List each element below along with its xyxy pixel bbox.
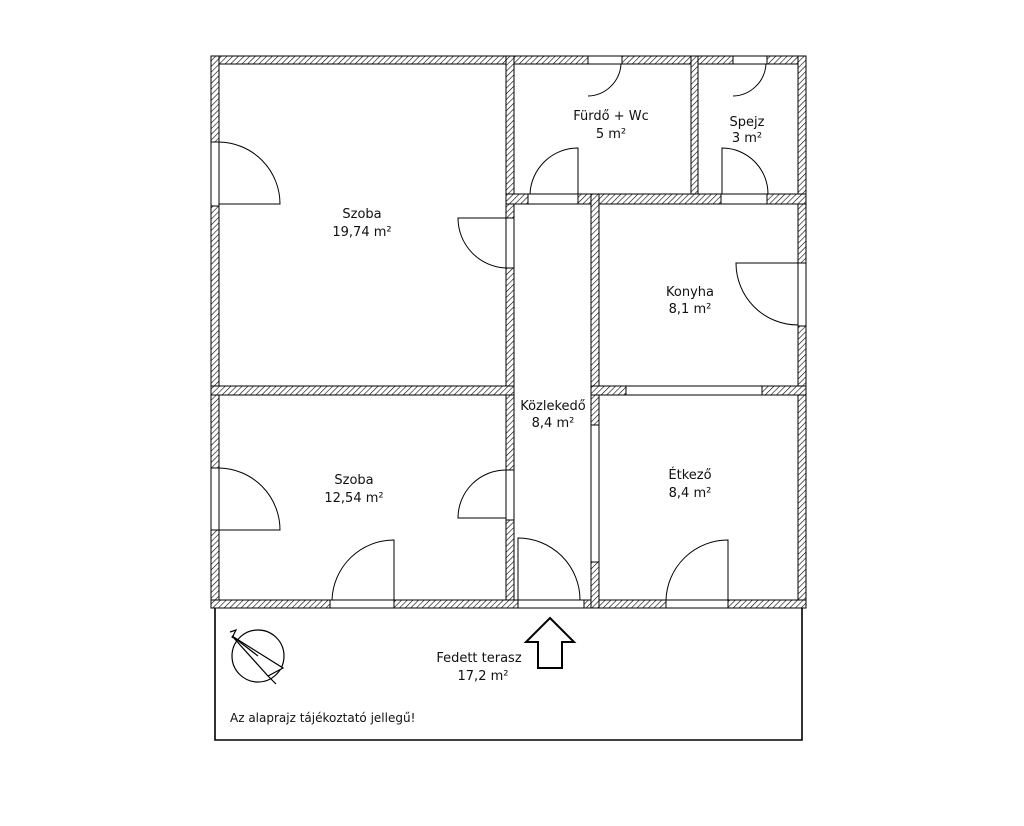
door-openings [210, 55, 807, 609]
opening-spejz-north [732, 55, 768, 65]
label-kozlekedo-name: Közlekedő [520, 399, 586, 414]
door-konyha-east [735, 262, 799, 326]
wall-corridor-east [590, 193, 600, 609]
door-szoba2-east [457, 469, 507, 519]
opening-szoba2-west [210, 467, 220, 531]
opening-szoba2-south [329, 599, 395, 609]
door-szoba2-west [218, 467, 281, 531]
door-spejz-south [721, 147, 769, 195]
label-terasz-name: Fedett terasz [436, 651, 522, 666]
north-arrow-icon [229, 628, 285, 685]
opening-szoba1-east [505, 217, 515, 269]
opening-szoba2-east [505, 469, 515, 521]
terrace-outline [214, 608, 803, 741]
opening-furdo-north [587, 55, 623, 65]
door-spejz-north [732, 63, 767, 97]
label-spejz-area: 3 m² [732, 131, 762, 146]
label-szoba2-area: 12,54 m² [324, 491, 383, 506]
opening-konyha-south [625, 385, 763, 396]
label-spejz-name: Spejz [730, 115, 765, 130]
opening-corridor-east [590, 424, 600, 563]
disclaimer-note: Az alaprajz tájékoztató jellegű! [230, 711, 415, 725]
door-etkezo-south [665, 539, 729, 601]
door-szoba1-east [457, 217, 507, 269]
walls [210, 55, 807, 609]
label-terasz-area: 17,2 m² [458, 669, 509, 684]
door-furdo-north [587, 63, 622, 97]
label-etkezo-area: 8,4 m² [669, 486, 712, 501]
door-szoba1-west [218, 141, 281, 205]
opening-corridor-south [517, 599, 585, 609]
label-kozlekedo-area: 8,4 m² [532, 416, 575, 431]
opening-furdo-south [527, 193, 579, 205]
label-furdo-name: Fürdő + Wc [573, 109, 649, 124]
label-etkezo-name: Étkező [668, 467, 711, 483]
label-szoba1-name: Szoba [342, 207, 381, 222]
wall-furdo-spejz [690, 55, 699, 197]
room-labels: Szoba 19,74 m² Fürdő + Wc 5 m² Spejz 3 m… [324, 109, 764, 684]
label-konyha-name: Konyha [666, 285, 714, 300]
terrace [214, 608, 803, 741]
outer-wall-right [797, 55, 807, 609]
label-konyha-area: 8,1 m² [669, 302, 712, 317]
door-corridor-south [517, 537, 581, 601]
opening-konyha-east [797, 262, 807, 327]
label-szoba1-area: 19,74 m² [332, 225, 391, 240]
door-swings [218, 63, 799, 601]
opening-szoba1-west [210, 141, 220, 207]
wall-wet-south [505, 193, 807, 205]
door-szoba2-south [331, 539, 395, 601]
opening-etkezo-south [665, 599, 729, 609]
door-furdo-south [529, 147, 579, 195]
wall-szoba1-east [505, 55, 515, 601]
label-furdo-area: 5 m² [596, 127, 626, 142]
entrance-arrow-icon [523, 616, 577, 669]
opening-spejz-south [720, 193, 768, 205]
wall-szoba-divider [210, 385, 515, 396]
label-szoba2-name: Szoba [334, 473, 373, 488]
